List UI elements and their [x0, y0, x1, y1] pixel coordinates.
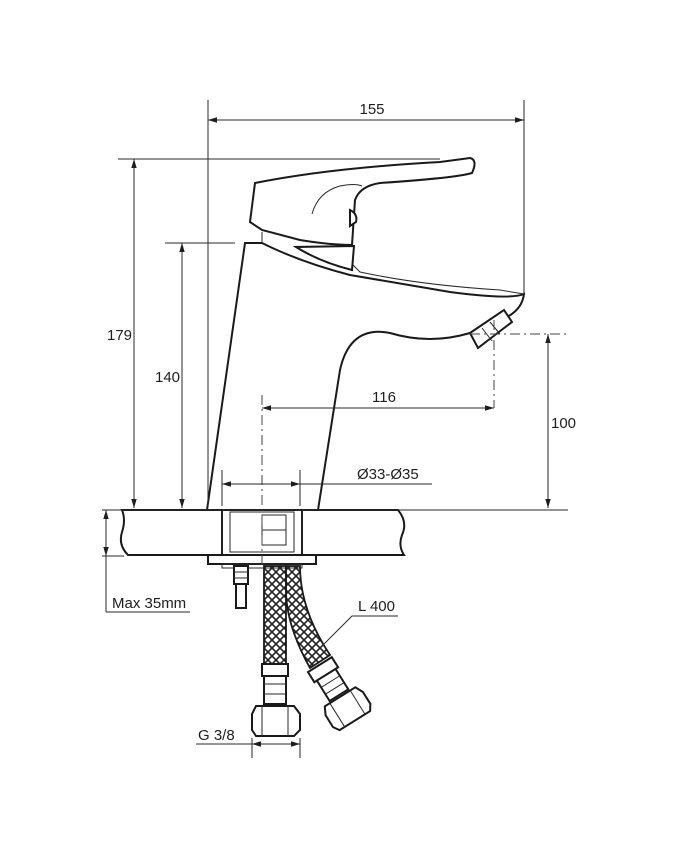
countertop	[119, 509, 406, 556]
label-total-width: 155	[359, 101, 384, 118]
label-base-diameter: Ø33-Ø35	[357, 466, 419, 483]
label-max-countertop: Max 35mm	[112, 595, 186, 612]
lever-handle	[248, 156, 476, 272]
hose-leader-line	[315, 615, 398, 653]
supply-hose-straight	[251, 565, 301, 737]
extension-lines	[102, 100, 568, 758]
label-total-height: 179	[107, 327, 132, 344]
supply-hose-bent	[285, 565, 372, 732]
label-spout-height: 100	[551, 415, 576, 432]
mounting-stud	[233, 565, 249, 609]
label-body-height: 140	[155, 369, 180, 386]
dimension-lines	[103, 117, 551, 747]
label-spout-reach: 116	[372, 389, 396, 406]
faucet-body	[205, 242, 526, 511]
label-hose-length: L 400	[358, 598, 395, 615]
label-thread-size: G 3/8	[198, 727, 235, 744]
dimension-labels: 155 179 140 116 100 Ø33-Ø35 Max 35mm L 4…	[107, 101, 576, 744]
aerator-crosshair	[470, 320, 568, 408]
